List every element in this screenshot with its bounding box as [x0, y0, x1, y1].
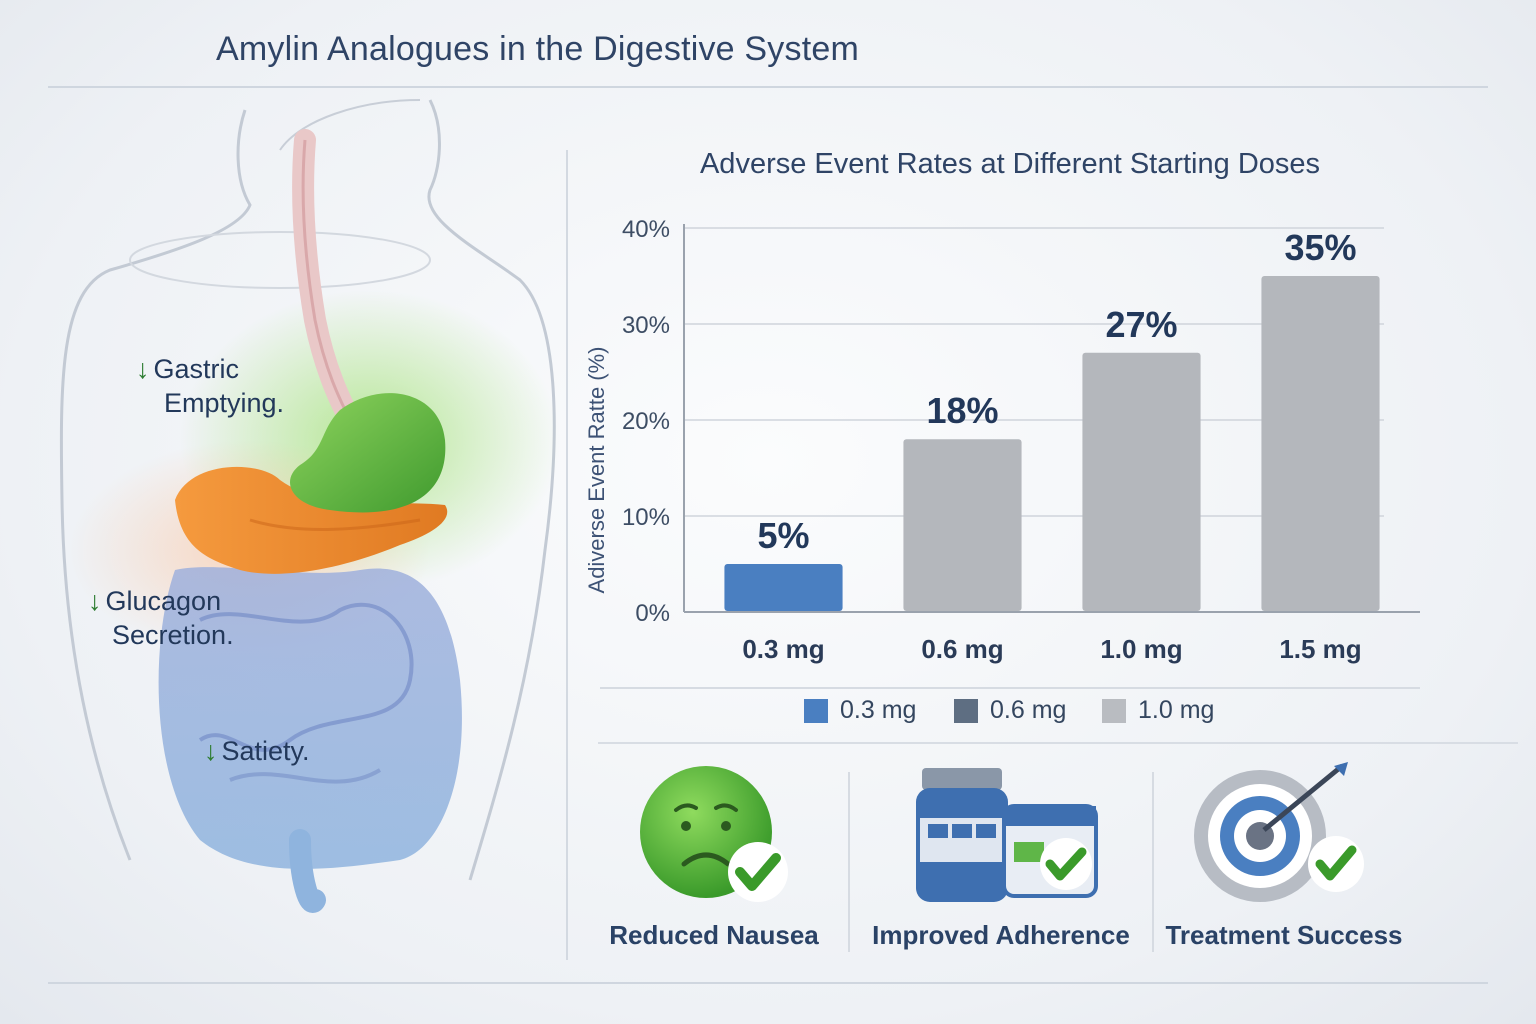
- vertical-divider: [566, 150, 568, 960]
- anatomy-illustration: ↓Gastric Emptying. ↓Glucagon Secretion. …: [0, 80, 560, 980]
- bottom-divider: [48, 982, 1488, 984]
- benefit-label: Treatment Success: [1165, 920, 1403, 950]
- benefit-label: Improved Adherence: [872, 920, 1130, 950]
- legend-label: 0.6 mg: [990, 696, 1067, 724]
- legend-swatch: [1102, 698, 1126, 723]
- x-tick-label: 1.5 mg: [1279, 634, 1361, 664]
- page-title: Amylin Analogues in the Digestive System: [216, 30, 859, 68]
- y-tick-label: 40%: [622, 216, 670, 243]
- x-tick-label: 0.6 mg: [921, 634, 1003, 664]
- data-label: 35%: [1284, 227, 1356, 268]
- y-tick-label: 30%: [622, 312, 670, 339]
- x-tick-label: 0.3 mg: [742, 634, 824, 664]
- y-axis-label: Adiverse Event Ratte (%): [584, 347, 609, 594]
- annotation-glucagon-secretion: ↓Glucagon Secretion.: [88, 586, 234, 650]
- legend-item: 0.6 mg: [954, 696, 1066, 725]
- title-divider: [48, 86, 1488, 88]
- bar-chart: Adverse Event Rates at Different Startin…: [560, 140, 1460, 760]
- bar: [1261, 276, 1380, 611]
- benefit-label: Reduced Nausea: [609, 920, 819, 950]
- y-tick-label: 10%: [622, 504, 670, 531]
- benefit-divider: [1152, 772, 1154, 952]
- legend-label: 0.3 mg: [840, 696, 917, 724]
- target-arrow-check-icon: [1194, 762, 1364, 902]
- legend-swatch: [954, 698, 978, 723]
- legend-label: 1.0 mg: [1138, 696, 1215, 724]
- chart-plot: 0% 10% 20% 30% 40% Adiverse Event Ratte (%) 5%…: [584, 216, 1420, 689]
- down-arrow-icon: ↓: [88, 586, 102, 616]
- sad-face-check-icon: [640, 766, 788, 902]
- y-tick-label: 0%: [635, 600, 670, 627]
- annotation-gastric-emptying: ↓Gastric Emptying.: [136, 354, 285, 418]
- bar: [724, 564, 843, 611]
- annotation-satiety: ↓Satiety.: [204, 736, 310, 766]
- benefit-reduced-nausea: Reduced Nausea: [598, 760, 830, 970]
- bar: [1082, 352, 1201, 611]
- legend-divider: [598, 742, 1518, 744]
- chart-legend: 0.3 mg 0.6 mg 1.0 mg: [0, 696, 1536, 730]
- y-tick-label: 20%: [622, 408, 670, 435]
- legend-swatch: [804, 698, 828, 723]
- data-label: 18%: [926, 390, 998, 431]
- down-arrow-icon: ↓: [136, 354, 150, 384]
- benefit-divider: [848, 772, 850, 952]
- torso-illustration: [59, 99, 560, 913]
- data-label: 5%: [757, 515, 809, 556]
- benefit-improved-adherence: Improved Adherence: [866, 760, 1136, 970]
- x-tick-label: 1.0 mg: [1100, 634, 1182, 664]
- legend-item: 1.0 mg: [1102, 696, 1214, 725]
- benefit-treatment-success: Treatment Success: [1164, 760, 1404, 970]
- down-arrow-icon: ↓: [204, 736, 218, 766]
- pill-bottle-calendar-check-icon: [916, 768, 1098, 902]
- bar: [903, 439, 1022, 611]
- legend-item: 0.3 mg: [804, 696, 916, 725]
- chart-title: Adverse Event Rates at Different Startin…: [699, 148, 1321, 180]
- data-label: 27%: [1105, 304, 1177, 345]
